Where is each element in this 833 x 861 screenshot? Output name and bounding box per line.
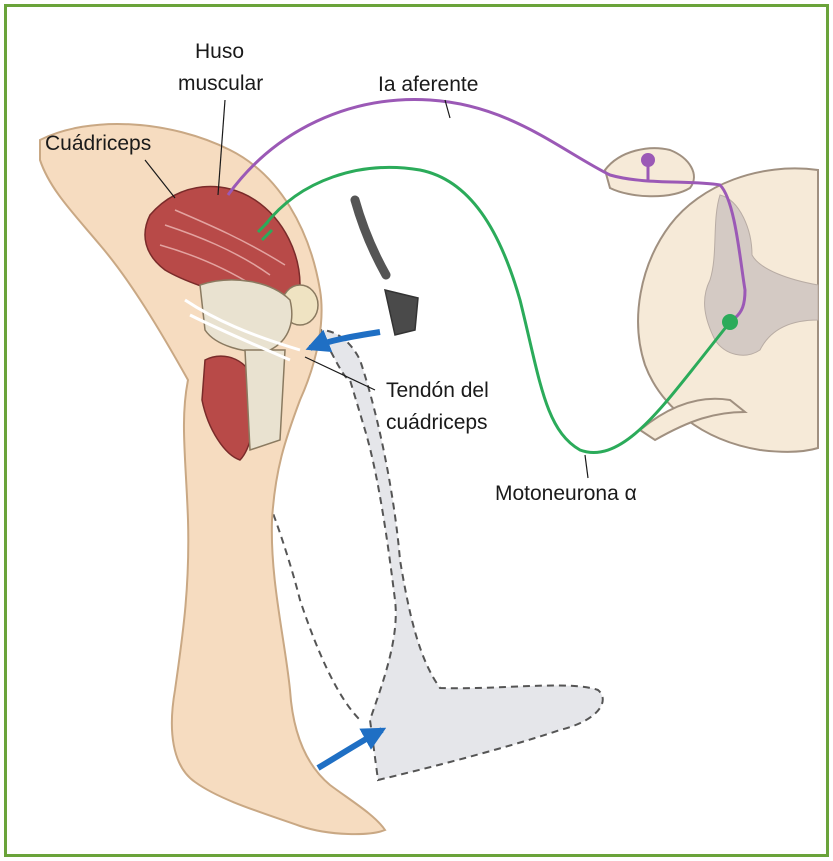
label-huso-line2: muscular bbox=[178, 72, 263, 95]
label-afferent: Ia aferente bbox=[378, 73, 478, 96]
reflex-hammer-head bbox=[385, 290, 418, 335]
ia-afferent-cell-body bbox=[641, 153, 655, 167]
label-quadriceps: Cuádriceps bbox=[45, 132, 151, 155]
tibia bbox=[245, 350, 285, 450]
label-tendon-line2: cuádriceps bbox=[386, 411, 488, 434]
alpha-motoneuron-cell-body bbox=[722, 314, 738, 330]
kick-arrow bbox=[318, 730, 382, 768]
label-tendon-line1: Tendón del bbox=[386, 379, 489, 402]
motoneuron-leader bbox=[585, 455, 588, 478]
label-motoneuron: Motoneurona α bbox=[495, 482, 637, 505]
label-huso-line1: Huso bbox=[195, 40, 244, 63]
reflex-hammer-handle bbox=[355, 200, 386, 275]
